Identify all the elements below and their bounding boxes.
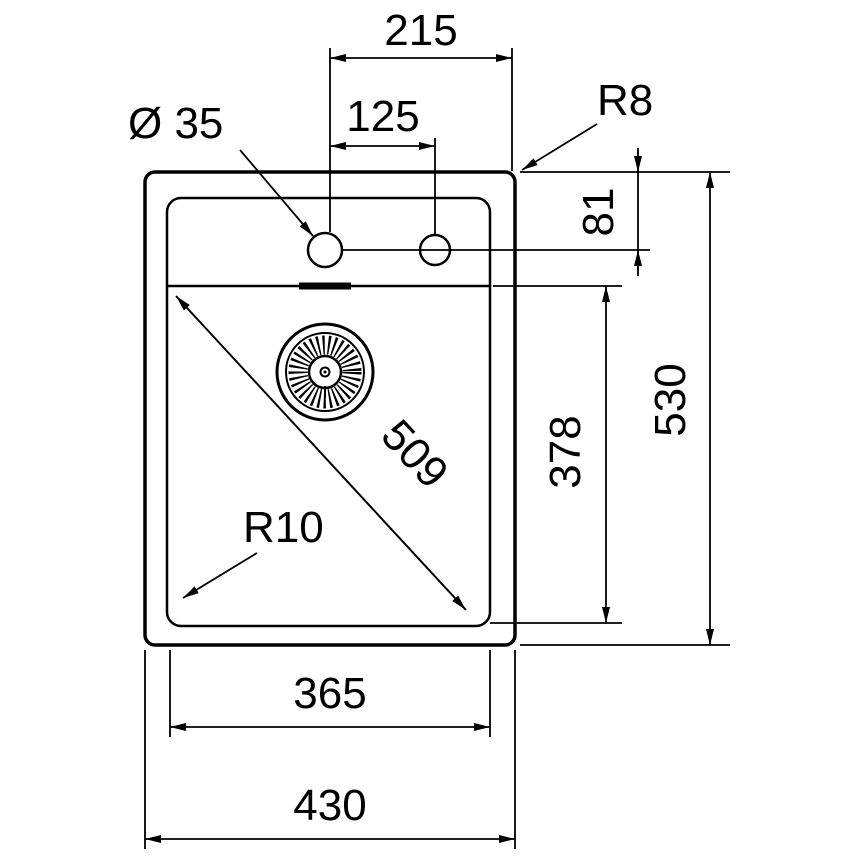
dim-509-line bbox=[175, 295, 467, 611]
dim-430-label: 430 bbox=[293, 781, 366, 830]
faucet-hole-left bbox=[306, 231, 344, 269]
faucet-holes bbox=[306, 231, 650, 269]
dim-530: 530 bbox=[520, 172, 730, 646]
dim-125-label: 125 bbox=[346, 92, 419, 141]
label-r8: R8 bbox=[521, 76, 653, 171]
dia35-label: Ø 35 bbox=[128, 99, 223, 148]
r10-label: R10 bbox=[243, 503, 324, 552]
dim-378-label: 378 bbox=[541, 415, 590, 488]
dim-365-label: 365 bbox=[293, 669, 366, 718]
dim-365: 365 bbox=[169, 650, 491, 737]
r8-label: R8 bbox=[597, 76, 653, 125]
dim-530-label: 530 bbox=[646, 363, 695, 436]
r8-leader bbox=[521, 123, 598, 171]
r10-leader bbox=[182, 552, 258, 599]
dim-215-label: 215 bbox=[384, 6, 457, 55]
dim-430: 430 bbox=[144, 650, 516, 849]
drain-strainer bbox=[275, 322, 375, 422]
dia35-leader bbox=[239, 149, 314, 237]
dim-125: 125 bbox=[330, 92, 436, 234]
dim-215: 215 bbox=[329, 6, 513, 232]
sink-bowl bbox=[165, 196, 492, 628]
dim-81: 81 bbox=[520, 148, 730, 276]
label-r10: R10 bbox=[182, 503, 324, 599]
label-dia35: Ø 35 bbox=[128, 99, 314, 237]
dim-81-label: 81 bbox=[574, 188, 623, 237]
dim-378: 378 bbox=[490, 285, 622, 624]
drain-center-dot bbox=[323, 370, 327, 374]
